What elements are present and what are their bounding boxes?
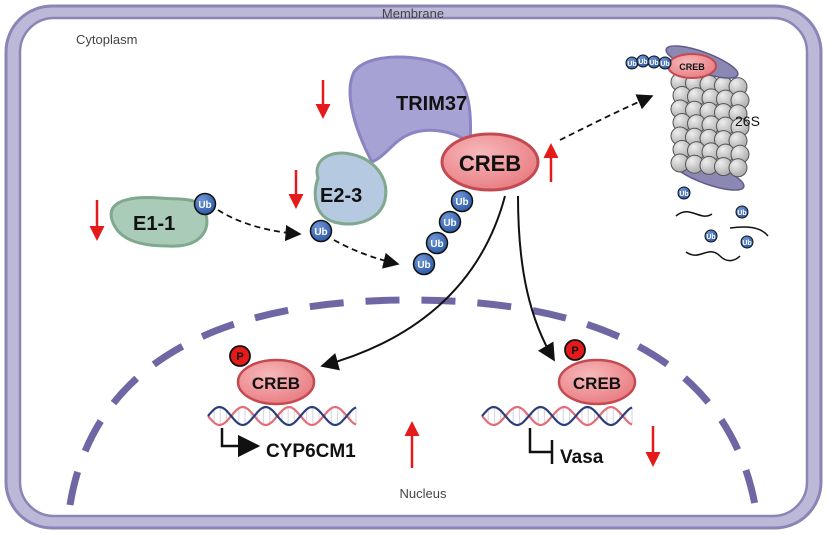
svg-text:Ub: Ub: [660, 61, 669, 68]
proteasome-26s: [665, 45, 750, 191]
svg-text:Ub: Ub: [742, 240, 751, 247]
svg-text:Ub: Ub: [679, 191, 688, 198]
phospho-left: P: [229, 345, 251, 367]
arrow-e1-to-e2: [217, 209, 302, 242]
svg-text:Ub: Ub: [198, 200, 211, 211]
svg-text:Ub: Ub: [314, 227, 327, 238]
arrow-creb-to-cyp6cm1: [320, 195, 506, 371]
arrow-e2-to-ubchain: [333, 239, 400, 269]
dna-left: [207, 405, 357, 427]
promoter-inhibit-vasa: [528, 428, 554, 464]
trim37-protein: [348, 55, 473, 164]
svg-text:Ub: Ub: [455, 197, 468, 208]
dna-right: [481, 405, 633, 427]
arrow-creb-to-proteasome: [559, 94, 654, 141]
creb-nuclear-right: CREB: [557, 358, 637, 406]
membrane-label: Membrane: [382, 6, 444, 21]
svg-text:P: P: [236, 351, 243, 363]
e2-enzyme: [313, 151, 388, 226]
svg-text:CREB: CREB: [573, 374, 621, 393]
e2-label: E2-3: [320, 185, 362, 207]
ub-e1: Ub: [193, 192, 217, 216]
svg-text:Ub: Ub: [706, 234, 715, 241]
gene-cyp6cm1-label: CYP6CM1: [266, 441, 356, 462]
svg-text:Ub: Ub: [638, 59, 647, 66]
svg-text:Ub: Ub: [443, 218, 456, 229]
svg-text:Ub: Ub: [627, 61, 636, 68]
svg-text:Ub: Ub: [649, 60, 658, 67]
creb-on-proteasome: CREB: [667, 53, 717, 79]
svg-text:CREB: CREB: [679, 62, 705, 72]
cytoplasm-label: Cytoplasm: [76, 32, 137, 47]
promoter-arrow-cyp6cm1: [220, 428, 261, 458]
nucleus-label: Nucleus: [400, 486, 447, 501]
svg-text:CREB: CREB: [252, 374, 300, 393]
gene-vasa-label: Vasa: [560, 447, 604, 468]
creb-nuclear-left: CREB: [236, 358, 316, 406]
svg-text:Ub: Ub: [737, 210, 746, 217]
svg-text:Ub: Ub: [417, 260, 430, 271]
svg-text:Ub: Ub: [430, 239, 443, 250]
ub-chain: Ub Ub Ub Ub: [412, 189, 474, 276]
phospho-right: P: [564, 339, 586, 361]
trim37-label: TRIM37: [396, 93, 467, 115]
arrow-creb-to-vasa: [517, 195, 555, 362]
proteasome-label: 26S: [735, 113, 760, 129]
creb-cytoplasm: [440, 132, 540, 192]
ub-e2: Ub: [309, 219, 333, 243]
ub-chain-proteasome: Ub Ub Ub Ub: [625, 54, 672, 70]
e1-label: E1-1: [133, 213, 175, 235]
degraded-fragments: Ub Ub Ub Ub: [675, 186, 769, 262]
svg-text:P: P: [571, 345, 578, 357]
creb-cytoplasm-label: CREB: [459, 151, 521, 176]
